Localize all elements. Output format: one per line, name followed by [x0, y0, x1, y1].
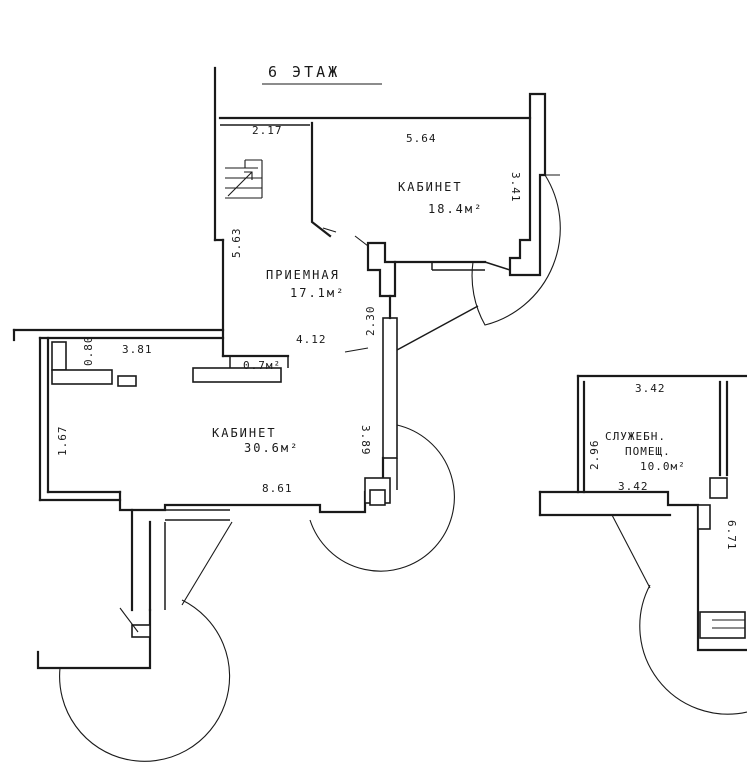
dim-5-64: 5.64: [406, 132, 437, 145]
lower-left-walls: [36, 508, 233, 670]
dim-0-80: 0.80: [82, 336, 95, 367]
dim-3-42-top: 3.42: [635, 382, 666, 395]
reception-name: ПРИЕМНАЯ: [266, 268, 340, 282]
service-door-arc: [639, 584, 747, 715]
dim-4-12: 4.12: [296, 333, 327, 346]
cabinet-big-window-arc: [309, 424, 455, 572]
dim-3-41: 3.41: [509, 172, 522, 203]
dim-2-30: 2.30: [364, 306, 377, 337]
cabinet-top-area: 18.4м²: [428, 202, 483, 216]
service-area: 10.0м²: [640, 460, 686, 473]
upper-walls: [213, 66, 547, 358]
dim-6-71: 6.71: [725, 520, 738, 551]
dim-2-96: 2.96: [588, 440, 601, 471]
dim-3-89: 3.89: [359, 425, 372, 456]
floor-title: 6 ЭТАЖ: [268, 63, 340, 81]
closet-area: 0.7м²: [243, 359, 281, 372]
dim-2-17: 2.17: [252, 124, 283, 137]
cabinet-top-name: КАБИНЕТ: [398, 180, 463, 194]
cabinet-top-window-arc: [471, 174, 561, 326]
dim-8-61: 8.61: [262, 482, 293, 495]
exit-door-arc: [59, 599, 231, 762]
dim-3-42-bottom: 3.42: [618, 480, 649, 493]
cabinet-big-walls: [12, 328, 398, 521]
service-name-line1: СЛУЖЕБН.: [605, 430, 666, 443]
dim-3-81: 3.81: [122, 343, 153, 356]
cabinet-big-name: КАБИНЕТ: [212, 426, 277, 440]
reception-area: 17.1м²: [290, 286, 345, 300]
cabinet-big-area: 30.6м²: [244, 441, 299, 455]
service-room-walls: [538, 374, 747, 652]
dim-5-63: 5.63: [230, 228, 243, 259]
middle-walls: [192, 294, 479, 459]
dim-1-67: 1.67: [56, 426, 69, 457]
service-name-line2: ПОМЕЩ.: [625, 445, 671, 458]
staircase: [225, 159, 263, 199]
